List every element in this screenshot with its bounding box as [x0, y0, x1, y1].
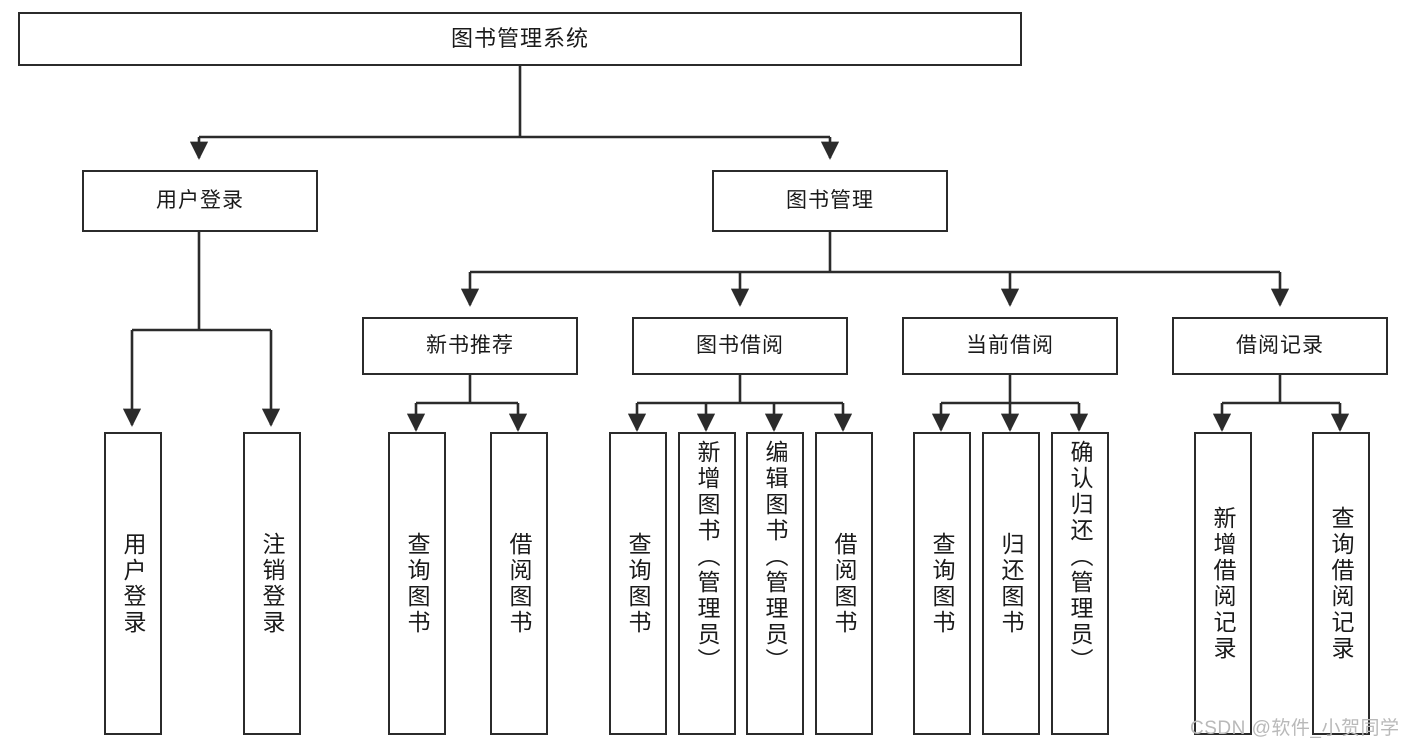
node-leaf-query-book-2-label: 查询图书 [624, 531, 651, 636]
node-leaf-logout-label: 注销登录 [258, 531, 285, 636]
node-user-login[interactable]: 用户登录 [82, 170, 318, 232]
node-leaf-logout[interactable]: 注销登录 [243, 432, 301, 735]
node-new-book-rec-label: 新书推荐 [426, 334, 514, 358]
node-borrow-record-label: 借阅记录 [1236, 334, 1324, 358]
node-leaf-user-login[interactable]: 用户登录 [104, 432, 162, 735]
node-leaf-query-book-1[interactable]: 查询图书 [388, 432, 446, 735]
node-leaf-add-record-label: 新增借阅记录 [1209, 505, 1236, 662]
node-leaf-borrow-book-2-label: 借阅图书 [830, 531, 857, 636]
node-leaf-return-book-label: 归还图书 [997, 531, 1024, 636]
node-current-borrow[interactable]: 当前借阅 [902, 317, 1118, 375]
node-user-login-label: 用户登录 [156, 189, 244, 213]
node-root-label: 图书管理系统 [450, 25, 589, 51]
node-leaf-edit-book-label: 编辑图书（管理员） [761, 440, 788, 674]
node-new-book-rec[interactable]: 新书推荐 [362, 317, 578, 375]
node-leaf-edit-book[interactable]: 编辑图书（管理员） [746, 432, 804, 735]
node-leaf-add-book-label: 新增图书（管理员） [693, 440, 720, 674]
node-leaf-query-book-2[interactable]: 查询图书 [609, 432, 667, 735]
node-leaf-borrow-book-1-label: 借阅图书 [505, 531, 532, 636]
node-book-manage[interactable]: 图书管理 [712, 170, 948, 232]
node-leaf-user-login-label: 用户登录 [119, 531, 146, 636]
node-root[interactable]: 图书管理系统 [18, 12, 1022, 66]
node-leaf-confirm-return-label: 确认归还（管理员） [1066, 440, 1093, 674]
node-current-borrow-label: 当前借阅 [966, 334, 1054, 358]
node-leaf-borrow-book-1[interactable]: 借阅图书 [490, 432, 548, 735]
node-book-borrow-label: 图书借阅 [696, 334, 784, 358]
node-leaf-query-book-3[interactable]: 查询图书 [913, 432, 971, 735]
node-leaf-query-record[interactable]: 查询借阅记录 [1312, 432, 1370, 735]
node-borrow-record[interactable]: 借阅记录 [1172, 317, 1388, 375]
node-book-manage-label: 图书管理 [786, 189, 874, 213]
node-leaf-confirm-return[interactable]: 确认归还（管理员） [1051, 432, 1109, 735]
node-leaf-query-record-label: 查询借阅记录 [1327, 505, 1354, 662]
node-leaf-query-book-3-label: 查询图书 [928, 531, 955, 636]
node-leaf-query-book-1-label: 查询图书 [403, 531, 430, 636]
node-leaf-add-record[interactable]: 新增借阅记录 [1194, 432, 1252, 735]
node-book-borrow[interactable]: 图书借阅 [632, 317, 848, 375]
watermark-text: CSDN @软件_小贺同学 [1190, 718, 1400, 739]
node-leaf-borrow-book-2[interactable]: 借阅图书 [815, 432, 873, 735]
node-leaf-return-book[interactable]: 归还图书 [982, 432, 1040, 735]
node-leaf-add-book[interactable]: 新增图书（管理员） [678, 432, 736, 735]
